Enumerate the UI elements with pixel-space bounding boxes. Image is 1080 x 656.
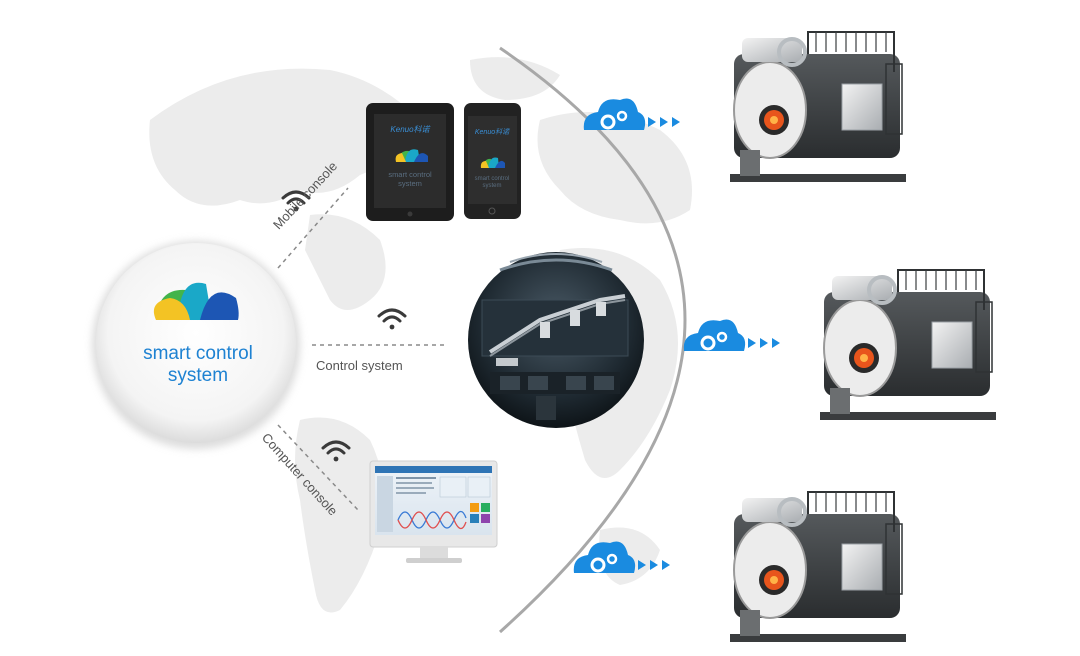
boiler-unit xyxy=(730,491,906,642)
link-line-computer xyxy=(277,424,359,511)
boiler-pump xyxy=(830,388,850,414)
cloud-gear-icon xyxy=(683,319,746,351)
hub-circle xyxy=(92,241,300,449)
phone-screen-line2: system xyxy=(482,183,501,189)
boiler-control-panel xyxy=(841,543,883,591)
hub-title-line1: smart control xyxy=(143,343,253,364)
hub-logo-icon xyxy=(153,282,239,320)
link-line-mobile xyxy=(277,187,349,269)
arrow-icons xyxy=(648,117,680,127)
boiler-ladder xyxy=(885,63,903,135)
boiler-control-panel xyxy=(841,83,883,131)
computer-monitor xyxy=(369,460,498,563)
boiler-ladder xyxy=(975,301,993,373)
boiler-railing xyxy=(807,31,895,72)
cloud-gear-icon xyxy=(583,98,646,130)
tablet-brand: Kenuo科诺 xyxy=(390,125,431,134)
boiler-railing xyxy=(897,269,985,310)
boiler-burner-center xyxy=(770,116,778,124)
boiler-railing xyxy=(807,491,895,532)
boiler-pump xyxy=(740,150,760,176)
boiler-burner-center xyxy=(860,354,868,362)
boiler-control-panel xyxy=(931,321,973,369)
boiler-top-pipe xyxy=(777,497,807,527)
hub-title-line2: system xyxy=(167,365,229,386)
link-lines xyxy=(277,187,448,511)
tablet-screen-line1: smart control xyxy=(388,170,432,179)
cloud-gear-icon xyxy=(573,541,636,573)
label-control-system: Control system xyxy=(316,358,403,373)
wifi-icon xyxy=(321,440,351,462)
phone-screen-line1: smart control xyxy=(475,176,510,182)
boiler-pump xyxy=(740,610,760,636)
phone-device: Kenuo科诺 smart control system xyxy=(464,103,521,219)
wifi-icon xyxy=(281,190,311,212)
phone-brand: Kenuo科诺 xyxy=(475,128,510,136)
boiler-base xyxy=(820,412,996,420)
boilers-group xyxy=(730,31,996,642)
boiler-unit xyxy=(730,31,906,182)
arrow-icons xyxy=(638,560,670,570)
boiler-ladder xyxy=(885,523,903,595)
boiler-base xyxy=(730,174,906,182)
arrow-icons xyxy=(748,338,780,348)
wifi-icon xyxy=(377,308,407,330)
boiler-top-pipe xyxy=(867,275,897,305)
boiler-top-tank xyxy=(832,276,892,300)
boiler-burner-center xyxy=(770,576,778,584)
hub-title: smart control system xyxy=(100,343,296,387)
boiler-top-tank xyxy=(742,498,802,522)
tablet-screen-line2: system xyxy=(398,179,422,188)
boiler-base xyxy=(730,634,906,642)
boiler-unit xyxy=(820,269,996,420)
tablet-device: Kenuo科诺 smart control system xyxy=(366,103,454,221)
control-room-image xyxy=(468,252,644,428)
boiler-top-tank xyxy=(742,38,802,62)
boiler-top-pipe xyxy=(777,37,807,67)
